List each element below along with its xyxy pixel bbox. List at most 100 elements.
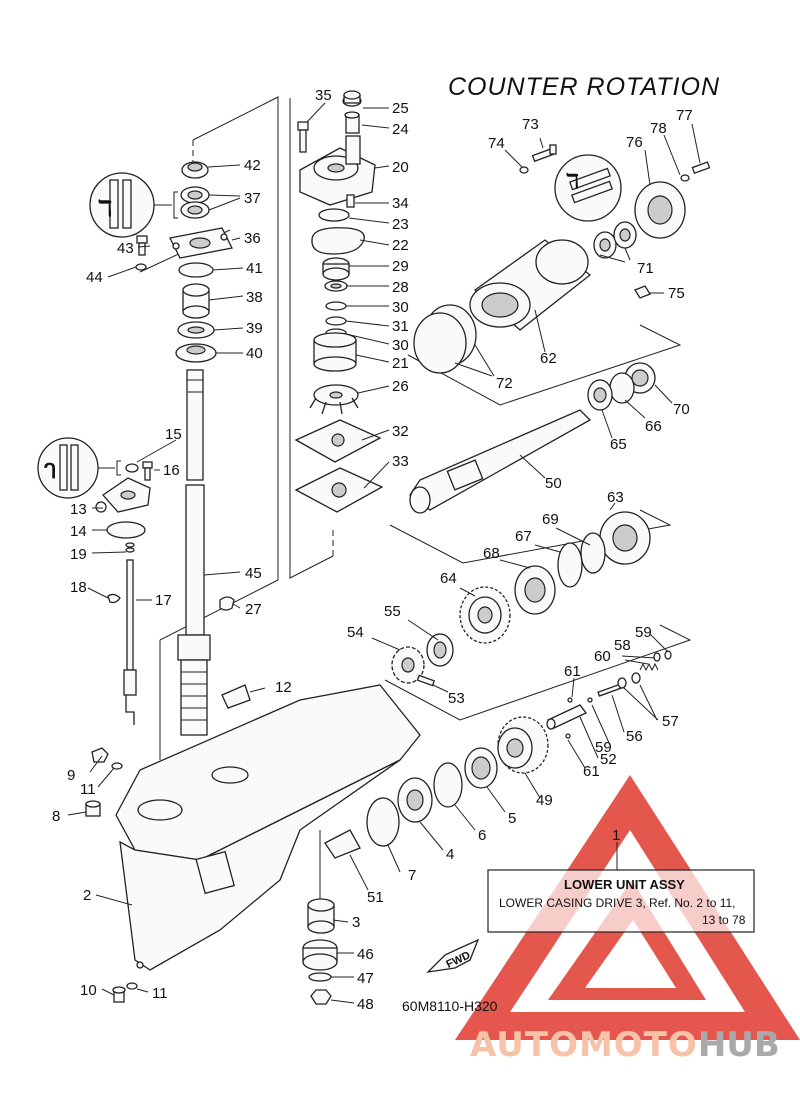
part-67-shim [557,542,583,588]
callout-29: 29 [392,258,409,275]
part-24-tube [344,111,360,134]
callout-57: 57 [662,713,679,730]
callout-23: 23 [392,216,409,233]
part-46-pinion-gear [302,939,338,971]
part-5-bearing [464,747,498,789]
part-18-clip [107,593,121,604]
watermark-text: AUTOMOTOHUB [470,1025,780,1065]
callout-35: 35 [315,87,332,104]
callout-30-a: 30 [392,299,409,316]
callout-10: 10 [80,982,97,999]
part-8-plug [85,800,101,817]
callout-12: 12 [275,679,292,696]
callout-25: 25 [392,100,409,117]
callout-21: 21 [392,355,409,372]
part-6-shim [433,762,463,808]
callout-37: 37 [244,190,261,207]
part-78-washer [680,174,690,182]
callout-9: 9 [67,767,75,784]
svg-text:ℸ: ℸ [566,171,579,193]
callout-60: 60 [594,648,611,665]
fwd-arrow-icon: FWD [426,938,480,973]
callout-70: 70 [673,401,690,418]
callout-36: 36 [244,230,261,247]
callout-33: 33 [392,453,409,470]
callout-49: 49 [536,792,553,809]
callout-62: 62 [540,350,557,367]
part-11-washer-b [126,982,138,990]
callout-64: 64 [440,570,457,587]
inset-seal-direction-icon-right: ℸ [554,154,622,222]
part-3-bearing [307,898,335,934]
part-10-bolt [112,986,126,1003]
part-59-ball-b [664,650,672,660]
part-29-seal [322,257,350,281]
part-74-washer [519,166,529,174]
part-2-lower-casing [115,684,421,971]
legend-ref-number: 1 [612,827,620,844]
callout-43: 43 [117,240,134,257]
part-19-spring [125,542,135,553]
callout-16: 16 [163,462,180,479]
callout-46: 46 [357,946,374,963]
callout-52: 52 [600,751,617,768]
part-54-dog-clutch [391,646,425,684]
callout-41: 41 [246,260,263,277]
diagram-code: 60M8110-H320 [402,998,498,1014]
part-49-reverse-gear [497,716,549,774]
callout-34: 34 [392,195,409,212]
callout-47: 47 [357,970,374,987]
callout-58: 58 [614,637,631,654]
part-13-shift-rod-cover [95,477,151,513]
part-21-insert-cartridge [313,332,357,372]
svg-text:ᒉ: ᒉ [44,461,57,483]
callout-22: 22 [392,237,409,254]
part-17-shift-rod [123,559,137,725]
part-73-bolt [531,144,557,163]
part-34-pin [346,194,355,208]
part-75-bolt [634,285,651,299]
callout-13: 13 [70,501,87,518]
callout-42: 42 [244,157,261,174]
callout-19: 19 [70,546,87,563]
inset-clip-icon: ᒉ [37,437,121,499]
part-53-pin [416,674,436,687]
callout-14: 14 [70,523,87,540]
callout-11-a: 11 [80,781,96,798]
part-71-oil-seals [593,221,637,259]
callout-59-a: 59 [635,624,652,641]
callout-3: 3 [352,914,360,931]
callout-40: 40 [246,345,263,362]
part-72-o-rings [413,304,477,374]
part-26-impeller [309,384,359,415]
part-61-ball-b [565,733,571,739]
part-35-bolt [297,121,309,153]
part-68-clutch [514,565,556,615]
callout-56: 56 [626,728,643,745]
part-43-bolt [136,235,148,256]
callout-20: 20 [392,159,409,176]
callout-48: 48 [357,996,374,1013]
part-47-shim [308,972,332,982]
callout-76: 76 [626,134,643,151]
legend-line-3: 13 to 78 [702,913,746,927]
part-60-spring [639,662,659,672]
callout-2: 2 [83,887,91,904]
part-50-propeller-shaft [409,409,592,514]
callout-11-b: 11 [152,985,168,1002]
part-12-plate [221,684,251,709]
callout-77: 77 [676,107,693,124]
callout-68: 68 [483,545,500,562]
callout-72: 72 [496,375,513,392]
part-36-housing [169,227,233,259]
part-22-seal [311,227,365,255]
callout-6: 6 [478,827,486,844]
part-42-seal [181,161,209,179]
part-20-pump-housing [299,135,376,206]
part-32-gasket [294,419,382,463]
callout-8: 8 [52,808,60,825]
callout-73: 73 [522,116,539,133]
part-62-bearing-housing [469,239,592,331]
callout-53: 53 [448,690,465,707]
